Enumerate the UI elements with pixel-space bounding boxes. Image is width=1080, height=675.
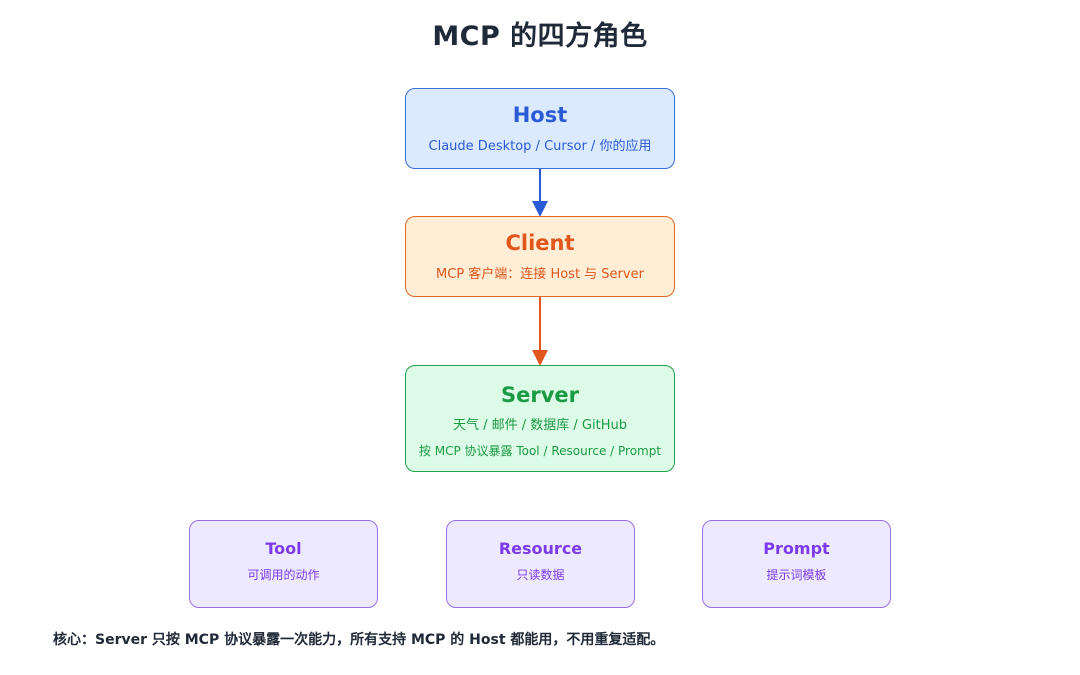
capability-description: 提示词模板 [766,568,827,582]
capability-tool-box: Tool 可调用的动作 [189,520,378,608]
capability-resource-box: Resource 只读数据 [446,520,635,608]
client-box: Client MCP 客户端：连接 Host 与 Server [405,216,675,297]
capability-description: 只读数据 [516,568,565,582]
capability-description: 可调用的动作 [247,568,320,582]
client-name: Client [505,231,575,255]
host-description: Claude Desktop / Cursor / 你的应用 [428,139,652,154]
host-name: Host [512,103,568,127]
host-box: Host Claude Desktop / Cursor / 你的应用 [405,88,675,169]
server-protocol-description: 按 MCP 协议暴露 Tool / Resource / Prompt [418,444,662,458]
capability-name: Tool [265,539,302,558]
diagram-title: MCP 的四方角色 [432,21,648,52]
server-box: Server 天气 / 邮件 / 数据库 / GitHub 按 MCP 协议暴露… [405,365,675,472]
capability-name: Resource [498,539,583,558]
server-description: 天气 / 邮件 / 数据库 / GitHub [453,418,627,433]
server-name: Server [500,383,579,407]
client-description: MCP 客户端：连接 Host 与 Server [436,267,644,282]
capability-prompt-box: Prompt 提示词模板 [702,520,891,608]
footer-note: 核心：Server 只按 MCP 协议暴露一次能力，所有支持 MCP 的 Hos… [53,632,665,648]
capability-name: Prompt [763,539,830,558]
